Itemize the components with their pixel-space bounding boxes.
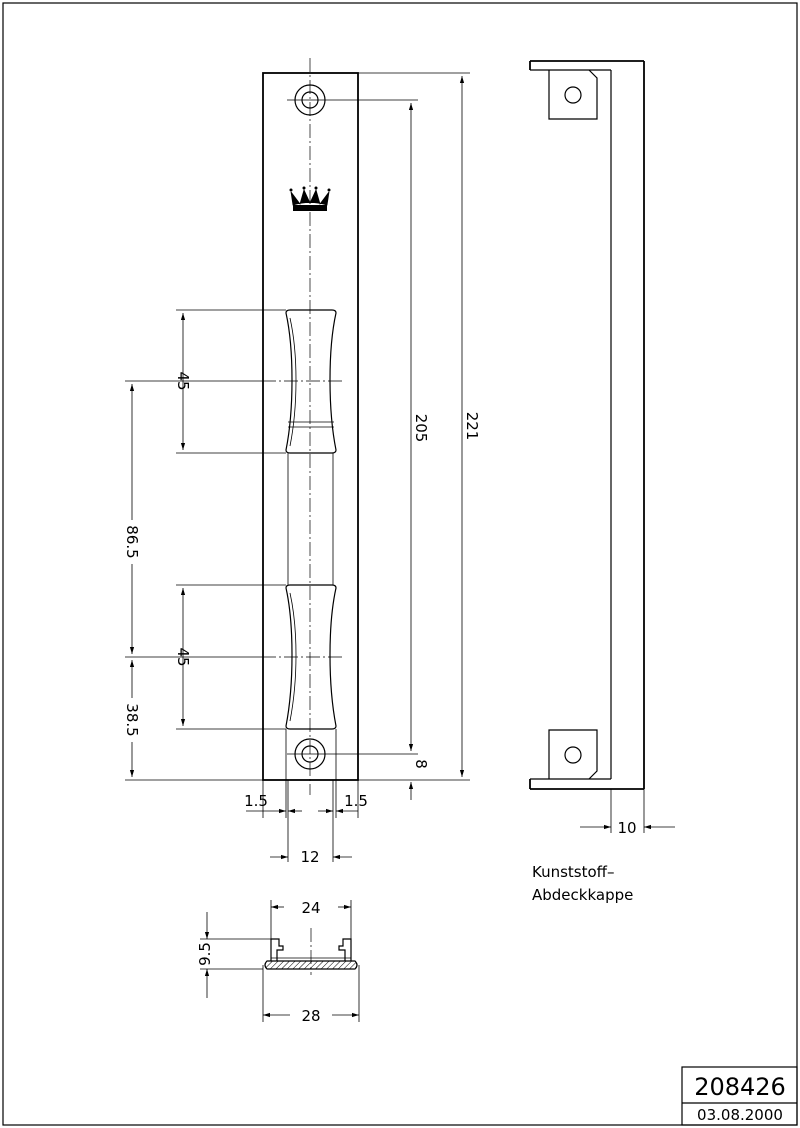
dim-margin-right: 1.5 [344, 792, 368, 810]
dim-hole-spacing: 205 [412, 414, 430, 443]
dim-profile-inner-width: 24 [301, 899, 320, 917]
dim-lower-slot-offset: 38.5 [123, 703, 141, 736]
profile-section-view: 24 9.5 28 [196, 899, 360, 1025]
dim-edge-offset: 8 [412, 759, 430, 769]
upper-screw-hole [287, 84, 333, 116]
dim-profile-height: 9.5 [196, 942, 214, 966]
upper-cap-tab [548, 69, 598, 120]
cover-cap-side-view: 10 [529, 60, 675, 837]
crown-logo [289, 186, 331, 211]
front-view-dimensions: 221 205 8 45 45 86.5 38.5 [122, 72, 481, 866]
note-line-1: Kunststoff– [532, 863, 615, 881]
upper-slot [285, 309, 337, 454]
dim-cap-depth: 10 [617, 819, 636, 837]
title-block: 208426 03.08.2000 [681, 1066, 798, 1126]
dim-overall-length: 221 [463, 412, 481, 441]
plate-outline [262, 72, 359, 781]
lower-cap-tab [548, 729, 598, 780]
drawing-number: 208426 [694, 1073, 786, 1101]
strike-plate-front-view [262, 58, 359, 795]
dim-slot-width: 12 [300, 848, 319, 866]
material-note: Kunststoff– Abdeckkappe [532, 863, 633, 904]
dim-profile-outer-width: 28 [301, 1007, 320, 1025]
note-line-2: Abdeckkappe [532, 886, 633, 904]
drawing-date: 03.08.2000 [697, 1106, 783, 1124]
dim-upper-slot-offset: 86.5 [123, 525, 141, 558]
dim-margin-left: 1.5 [244, 792, 268, 810]
lower-screw-hole [287, 738, 333, 770]
lower-slot [285, 584, 337, 730]
